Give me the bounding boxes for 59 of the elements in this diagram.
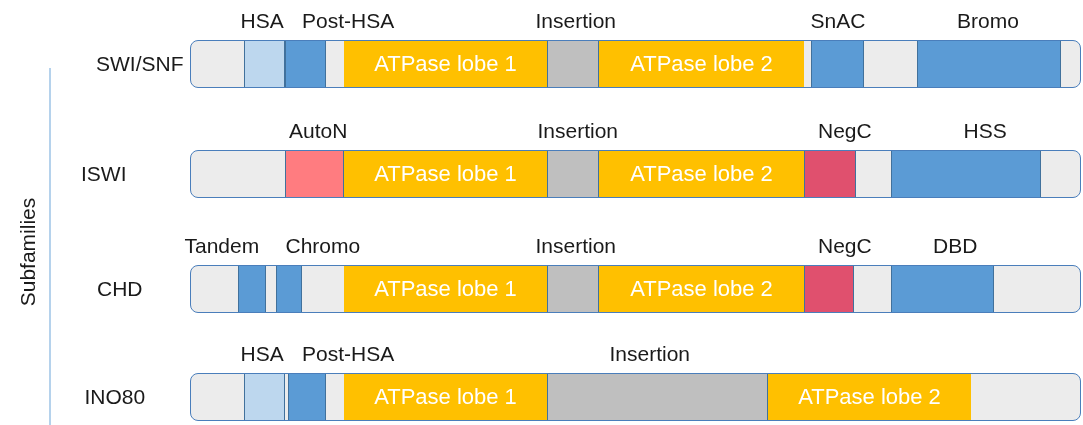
domain-segment [288,374,326,420]
domain-label: Tandem [184,234,260,258]
domain-segment [599,151,804,197]
domain-segment [276,266,302,312]
domain-segment [804,266,854,312]
domain-segment [238,266,266,312]
domain-label: Post-HSA [302,9,395,33]
axis-title: Subfamilies [15,197,40,307]
domain-segment [285,41,326,87]
domain-segment [917,41,1061,87]
domain-segment [344,266,547,312]
domain-segment [285,151,344,197]
domain-label: Chromo [285,234,361,258]
domain-segment [599,41,804,87]
domain-label: ATPase lobe 1 [374,51,517,77]
domain-segment [811,41,864,87]
subfamily-name: INO80 [84,385,146,409]
domain-label: ATPase lobe 1 [374,384,517,410]
domain-label: SnAC [810,9,866,33]
domain-label: Bromo [957,9,1019,33]
domain-segment [804,151,856,197]
domain-segment [344,151,547,197]
protein-bar [190,150,1081,198]
domain-label: AutoN [289,119,348,143]
subfamily-name: ISWI [81,162,127,186]
domain-segment [891,151,1041,197]
domain-label: Insertion [537,119,619,143]
domain-segment [547,41,599,87]
domain-label: NegC [818,119,872,143]
domain-segment [547,151,599,197]
domain-segment [344,41,547,87]
protein-bar [190,40,1081,88]
domain-label: ATPase lobe 2 [630,161,773,187]
domain-label: NegC [818,234,872,258]
domain-segment [244,41,285,87]
domain-label: Insertion [535,9,617,33]
domain-label: HSA [240,9,284,33]
domain-label: Insertion [535,234,617,258]
protein-bar [190,373,1081,421]
domain-label: ATPase lobe 1 [374,161,517,187]
domain-segment [768,374,971,420]
domain-label: DBD [933,234,978,258]
domain-segment [891,266,994,312]
domain-segment [547,374,768,420]
domain-label: HSS [963,119,1007,143]
domain-segment [599,266,804,312]
domain-label: Post-HSA [302,342,395,366]
domain-segment [547,266,599,312]
domain-label: ATPase lobe 2 [798,384,941,410]
domain-label: ATPase lobe 1 [374,276,517,302]
subfamily-name: CHD [97,277,143,301]
domain-segment [344,374,547,420]
subfamily-name: SWI/SNF [96,52,184,76]
domain-label: ATPase lobe 2 [630,276,773,302]
domain-label: Insertion [609,342,691,366]
protein-bar [190,265,1081,313]
domain-segment [244,374,285,420]
domain-label: ATPase lobe 2 [630,51,773,77]
domain-label: HSA [240,342,284,366]
